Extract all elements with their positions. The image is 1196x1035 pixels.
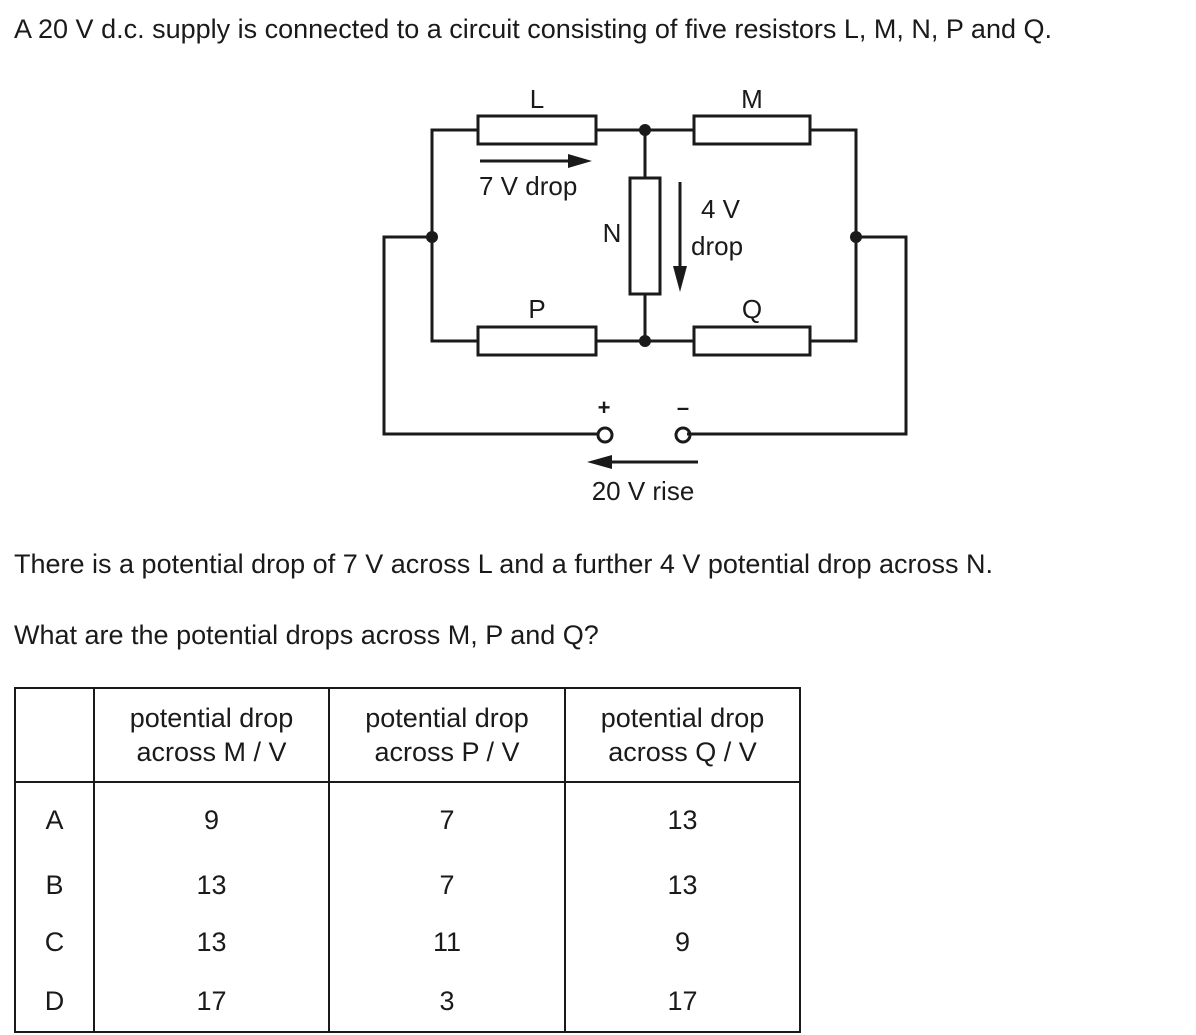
- header-p-line2: across P / V: [374, 737, 520, 767]
- cell-p: 11: [328, 914, 566, 971]
- header-p-line1: potential drop: [365, 703, 529, 733]
- resistor-M: [692, 114, 812, 146]
- table-row: A 9 7 13: [14, 781, 801, 857]
- table-row: D 17 3 17: [14, 971, 801, 1033]
- header-m-line2: across M / V: [136, 737, 287, 767]
- label-minus: –: [677, 395, 689, 420]
- option-letter: C: [14, 914, 95, 971]
- table-header-row: potential drop across M / V potential dr…: [14, 687, 801, 783]
- label-drop-N-word: drop: [691, 231, 743, 261]
- table-row: C 13 11 9: [14, 914, 801, 971]
- cell-m: 13: [93, 914, 330, 971]
- resistor-P: [476, 325, 598, 357]
- table-header-p: potential drop across P / V: [328, 687, 566, 783]
- answer-table: potential drop across M / V potential dr…: [14, 687, 801, 1033]
- table-header-q: potential drop across Q / V: [564, 687, 801, 783]
- cell-q: 9: [564, 914, 801, 971]
- cell-q: 13: [564, 781, 801, 857]
- header-q-line2: across Q / V: [608, 737, 757, 767]
- label-plus: +: [598, 395, 611, 420]
- question-intro: A 20 V d.c. supply is connected to a cir…: [14, 14, 1052, 44]
- circuit-diagram: L M N P Q 7 V drop 4 V drop + – 20 V ris…: [382, 84, 908, 506]
- table-header-blank: [14, 687, 95, 783]
- question-prompt: What are the potential drops across M, P…: [14, 620, 599, 650]
- cell-m: 13: [93, 857, 330, 914]
- label-M: M: [741, 84, 763, 114]
- label-P: P: [528, 294, 545, 324]
- cell-q: 13: [564, 857, 801, 914]
- table-row: B 13 7 13: [14, 857, 801, 914]
- positive-terminal: [596, 426, 614, 444]
- option-letter: A: [14, 781, 95, 857]
- label-supply-rise: 20 V rise: [592, 476, 695, 506]
- resistor-N: [628, 176, 662, 296]
- label-Q: Q: [742, 294, 762, 324]
- header-q-line1: potential drop: [600, 703, 765, 733]
- question-statement: There is a potential drop of 7 V across …: [14, 549, 994, 579]
- option-letter: D: [14, 971, 95, 1033]
- label-drop-L: 7 V drop: [479, 171, 577, 201]
- cell-p: 3: [328, 971, 566, 1033]
- table-header-m: potential drop across M / V: [93, 687, 330, 783]
- cell-p: 7: [328, 857, 566, 914]
- label-drop-N-value: 4 V: [701, 194, 741, 224]
- label-N: N: [603, 218, 622, 248]
- label-L: L: [530, 84, 544, 114]
- option-letter: B: [14, 857, 95, 914]
- cell-m: 9: [93, 781, 330, 857]
- cell-q: 17: [564, 971, 801, 1033]
- header-m-line1: potential drop: [129, 703, 294, 733]
- cell-p: 7: [328, 781, 566, 857]
- negative-terminal: [674, 426, 692, 444]
- cell-m: 17: [93, 971, 330, 1033]
- resistor-L: [476, 114, 598, 146]
- resistor-Q: [692, 325, 812, 357]
